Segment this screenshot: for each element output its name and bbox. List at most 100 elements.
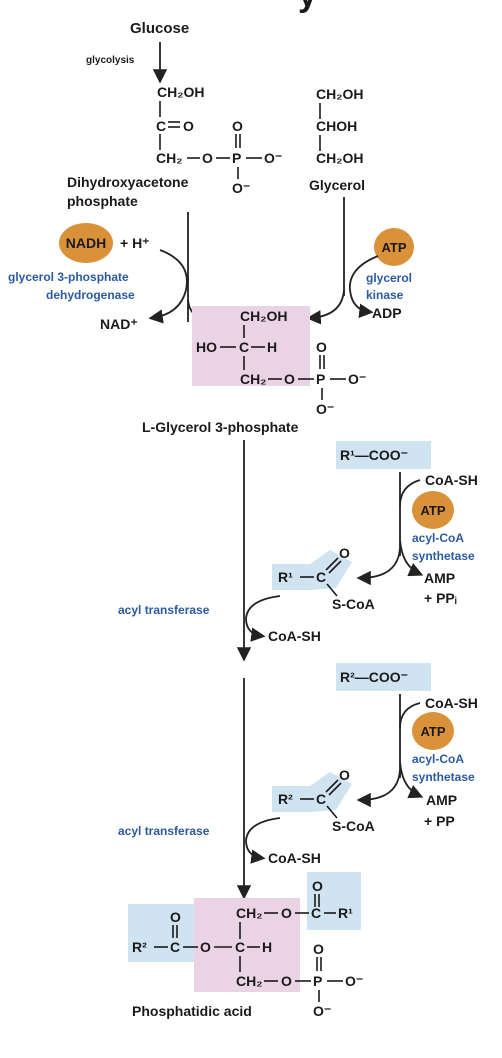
pa-o-minus-bottom: O⁻ xyxy=(313,1003,331,1019)
dhap-ch2: CH₂ xyxy=(156,150,182,166)
step2-acylcoa-c: C xyxy=(316,791,326,807)
step2-acylcoa-double-b xyxy=(328,782,342,796)
pa-top-o: O xyxy=(312,878,323,894)
pa-o-minus-right: O⁻ xyxy=(345,973,363,989)
glycerol-choh: CHOH xyxy=(316,118,357,134)
step1-coash-curve xyxy=(399,479,421,507)
step2-synthetase-line1: acyl-CoA xyxy=(412,752,464,766)
pa-name: Phosphatidic acid xyxy=(132,1003,252,1019)
atp-circle-kinase xyxy=(374,228,414,266)
dhap-o-ester: O xyxy=(202,150,213,166)
glucose-label: Glucose xyxy=(130,20,189,37)
dhap-c: C xyxy=(156,118,166,134)
pa-r1: R¹ xyxy=(338,905,353,921)
step1-acylcoa-r: R¹ xyxy=(278,569,293,585)
glycerol-to-g3p-arrow xyxy=(306,289,345,325)
nad-plus-label: NAD⁺ xyxy=(100,316,138,332)
nadh-curved-arrow xyxy=(148,249,188,324)
step1-amp: AMP xyxy=(424,570,455,586)
step2-pp: + PP xyxy=(424,813,455,829)
step1-atp-label: ATP xyxy=(420,503,445,518)
dhap-ch2oh: CH₂OH xyxy=(157,84,204,100)
step2-amp: AMP xyxy=(426,792,457,808)
step2-to-acylcoa-arrow xyxy=(356,769,401,808)
glycerol-kinase-line2: kinase xyxy=(366,288,404,302)
step2-atp-circle xyxy=(412,712,454,750)
step2-acylcoa-scoa: S-CoA xyxy=(332,818,375,834)
g3p-ho: HO xyxy=(196,339,217,355)
pa-o-mid: O xyxy=(200,939,211,955)
step2-acylcoa-double-a xyxy=(325,779,339,793)
pa-r2: R² xyxy=(132,939,147,955)
step1-atp-to-amp-curve xyxy=(399,539,424,577)
step1-coash-in: CoA-SH xyxy=(425,472,478,488)
glycolysis-label: glycolysis xyxy=(86,55,135,66)
g3p-dehydrogenase-line2: dehydrogenase xyxy=(46,288,135,302)
step2-acylcoa-o: O xyxy=(339,767,350,783)
dhap-p-top-o: O xyxy=(232,118,243,134)
step2-transfer-curve xyxy=(245,817,281,864)
g3p-pink-box xyxy=(192,306,310,386)
step1-acylcoa-double-a xyxy=(325,557,339,571)
step2-acid-box xyxy=(336,663,431,691)
dhap-o: O xyxy=(183,118,194,134)
g3p-ch2: CH₂ xyxy=(240,371,266,387)
pa-c-left: C xyxy=(170,939,180,955)
adp-label: ADP xyxy=(372,305,402,321)
pa-ch2-bottom: CH₂ xyxy=(236,973,262,989)
g3p-p-top-o: O xyxy=(316,339,327,355)
pa-pink-box xyxy=(194,898,300,992)
pa-left-o: O xyxy=(170,909,181,925)
step2-coash-curve xyxy=(399,702,421,729)
pa-o-bottom: O xyxy=(281,973,292,989)
nadh-label: NADH xyxy=(66,235,106,251)
g3p-o-minus-bottom: O⁻ xyxy=(316,401,334,417)
step1-acylcoa-double-b xyxy=(328,560,342,574)
pa-p-top-o: O xyxy=(313,941,324,957)
dhap-o-minus-bottom: O⁻ xyxy=(232,180,250,196)
glycerol-ch2oh-top: CH₂OH xyxy=(316,86,363,102)
pa-ch2-top: CH₂ xyxy=(236,905,262,921)
step2-coash-out: CoA-SH xyxy=(268,850,321,866)
pa-h: H xyxy=(262,939,272,955)
step1-acylcoa-o: O xyxy=(339,545,350,561)
step1-to-acylcoa-arrow xyxy=(356,547,401,586)
glycerol-ch2oh-bottom: CH₂OH xyxy=(316,150,363,166)
g3p-o-ester: O xyxy=(284,371,295,387)
g3p-ch2oh: CH₂OH xyxy=(240,308,287,324)
pa-c-top: C xyxy=(311,905,321,921)
g3p-dehydrogenase-line1: glycerol 3-phosphate xyxy=(8,270,129,284)
step1-synthetase-line2: synthetase xyxy=(412,549,475,563)
g3p-c: C xyxy=(239,339,249,355)
h-plus-label: + H⁺ xyxy=(120,235,150,251)
step1-acylcoa-c: C xyxy=(316,569,326,585)
step2-coash-in: CoA-SH xyxy=(425,695,478,711)
pa-c-mid: C xyxy=(235,939,245,955)
pa-blue-box-top xyxy=(307,872,361,930)
step1-acid-box xyxy=(336,441,431,469)
g3p-name: L-Glycerol 3-phosphate xyxy=(142,419,299,435)
g3p-h: H xyxy=(267,339,277,355)
step1-transferase: acyl transferase xyxy=(118,603,210,617)
pa-o-top: O xyxy=(281,905,292,921)
step2-synthetase-line2: synthetase xyxy=(412,770,475,784)
step2-acylcoa-bond-2 xyxy=(326,805,338,819)
pa-blue-box-left xyxy=(128,904,194,962)
step1-coash-out: CoA-SH xyxy=(268,628,321,644)
step1-ppi: + PPᵢ xyxy=(424,590,457,606)
top-partial-glyph: y xyxy=(298,0,317,14)
dhap-name-line2: phosphate xyxy=(67,193,138,209)
step1-acylcoa-bond-2 xyxy=(326,583,338,597)
step1-acid: R¹—COO⁻ xyxy=(340,447,408,463)
step1-atp-circle xyxy=(412,491,454,529)
step1-acylcoa-scoa: S-CoA xyxy=(332,596,375,612)
g3p-p: P xyxy=(316,371,325,387)
step1-transfer-curve xyxy=(245,595,281,642)
step2-transferase: acyl transferase xyxy=(118,824,210,838)
atp-curved-arrow xyxy=(349,255,379,318)
atp-label-kinase: ATP xyxy=(381,240,406,255)
dhap-p: P xyxy=(232,150,241,166)
glycerol-kinase-line1: glycerol xyxy=(366,271,412,285)
